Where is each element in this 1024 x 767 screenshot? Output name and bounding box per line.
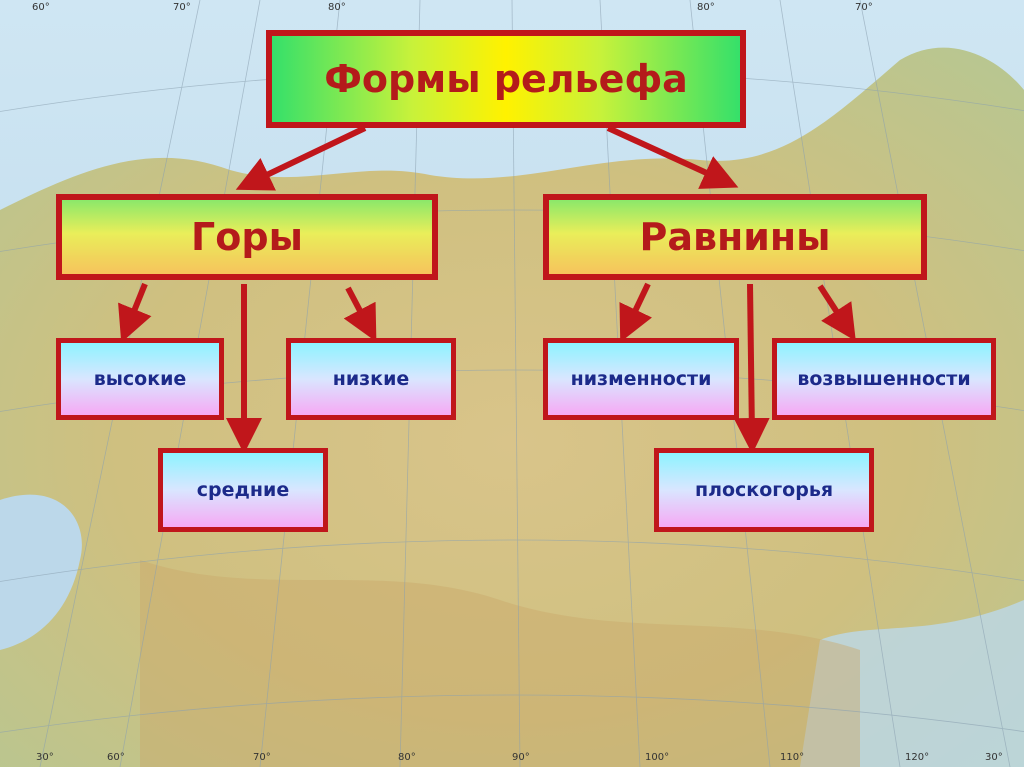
arrow-plains-to-plateaus: [733, 283, 770, 454]
arrow-mountains-to-high: [118, 282, 152, 343]
arrow-mountains-to-low: [343, 286, 377, 342]
leaf-label-middle: средние: [196, 479, 290, 501]
map-coord-label: 100°: [645, 752, 670, 763]
map-coord-label: 90°: [512, 752, 530, 763]
leaf-box-lowlands: низменности: [543, 338, 739, 420]
map-coord-label: 70°: [855, 2, 873, 13]
map-coord-label: 60°: [32, 2, 50, 13]
arrow-plains-to-uplands: [817, 284, 856, 342]
map-coord-label: 110°: [780, 752, 805, 763]
category-box-mountains: Горы: [56, 194, 438, 280]
map-coord-label: 30°: [36, 752, 54, 763]
arrow-title-to-mountains: [235, 125, 367, 191]
map-coord-label: 70°: [173, 2, 191, 13]
map-coord-label: 80°: [328, 2, 346, 13]
map-coord-label: 120°: [905, 752, 930, 763]
leaf-box-low: низкие: [286, 338, 456, 420]
arrow-plains-to-lowlands: [619, 282, 652, 343]
leaf-label-lowlands: низменности: [570, 368, 712, 390]
category-box-plains: Равнины: [543, 194, 927, 280]
leaf-label-low: низкие: [332, 368, 410, 390]
map-coord-label: 70°: [253, 752, 271, 763]
leaf-label-uplands: возвышенности: [797, 368, 971, 390]
category-label-plains: Равнины: [639, 215, 831, 259]
leaf-box-uplands: возвышенности: [772, 338, 996, 420]
diagram-title-box: Формы рельефа: [266, 30, 746, 128]
map-coord-label: 80°: [398, 752, 416, 763]
arrow-title-to-plains: [606, 125, 739, 189]
map-coord-label: 60°: [107, 752, 125, 763]
leaf-box-plateaus: плоскогорья: [654, 448, 874, 532]
map-coord-label: 30°: [985, 752, 1003, 763]
map-coord-label: 80°: [697, 2, 715, 13]
leaf-label-high: высокие: [93, 368, 187, 390]
diagram-title: Формы рельефа: [324, 57, 688, 101]
leaf-label-plateaus: плоскогорья: [694, 479, 834, 501]
leaf-box-middle: средние: [158, 448, 328, 532]
category-label-mountains: Горы: [191, 215, 303, 259]
leaf-box-high: высокие: [56, 338, 224, 420]
